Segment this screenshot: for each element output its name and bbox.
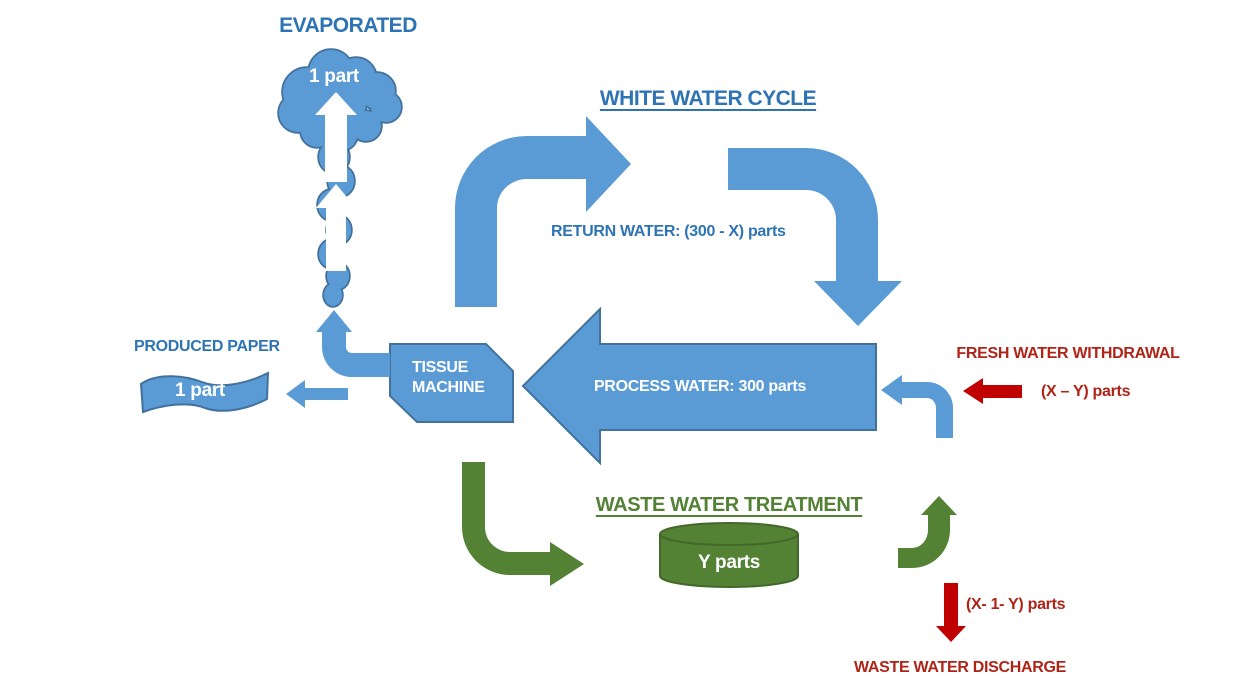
fresh-water-amount-label: (X – Y) parts — [1041, 383, 1131, 400]
cycle-arrow-left — [455, 136, 588, 307]
discharge-arrow-shaft — [944, 583, 958, 627]
cycle-arrow-right — [728, 148, 878, 282]
paper-output-arrowhead — [286, 380, 305, 408]
tissue-machine-label-line1: TISSUE — [412, 359, 468, 376]
evaporated-label: EVAPORATED — [279, 14, 417, 37]
waste-to-treatment-arrow — [462, 462, 551, 575]
treated-water-return-arrowhead — [921, 496, 957, 515]
fresh-water-arrow-shaft — [982, 385, 1022, 398]
waste-water-discharge-label: WASTE WATER DISCHARGE — [853, 659, 1067, 676]
cycle-arrow-right-head — [814, 281, 902, 326]
fresh-water-elbow-arrowhead — [881, 375, 902, 405]
evaporated-amount-label: 1 part — [309, 66, 359, 87]
produced-paper-ribbon — [139, 371, 270, 414]
fresh-water-withdrawal-label: FRESH WATER WITHDRAWAL — [956, 345, 1180, 362]
discharge-amount-label: (X- 1- Y) parts — [966, 596, 1066, 613]
cycle-arrow-left-head — [586, 116, 631, 212]
discharge-arrowhead — [936, 626, 966, 642]
treatment-tank-cylinder — [659, 522, 799, 588]
white-water-cycle-title: WHITE WATER CYCLE — [599, 87, 817, 110]
machine-to-steam-arrow — [322, 331, 390, 377]
fresh-water-elbow-arrow — [901, 382, 953, 438]
treatment-amount-label: Y parts — [698, 552, 760, 573]
tissue-machine-box — [389, 343, 514, 423]
waste-water-treatment-title: WASTE WATER TREATMENT — [595, 494, 863, 516]
fresh-water-arrowhead — [963, 378, 983, 404]
steam-up-arrows-icon — [315, 92, 357, 271]
waste-to-treatment-arrowhead — [550, 542, 584, 586]
paper-output-arrow-shaft — [304, 388, 348, 400]
produced-paper-label: PRODUCED PAPER — [134, 338, 280, 355]
process-water-arrow — [521, 306, 877, 466]
tissue-machine-label-line2: MACHINE — [412, 379, 485, 396]
machine-to-steam-arrowhead — [316, 310, 352, 332]
produced-paper-amount-label: 1 part — [175, 380, 225, 401]
tissue-machine-label: TISSUE MACHINE — [412, 358, 485, 398]
process-water-label: PROCESS WATER: 300 parts — [593, 378, 807, 395]
return-water-label: RETURN WATER: (300 - X) parts — [551, 223, 786, 240]
